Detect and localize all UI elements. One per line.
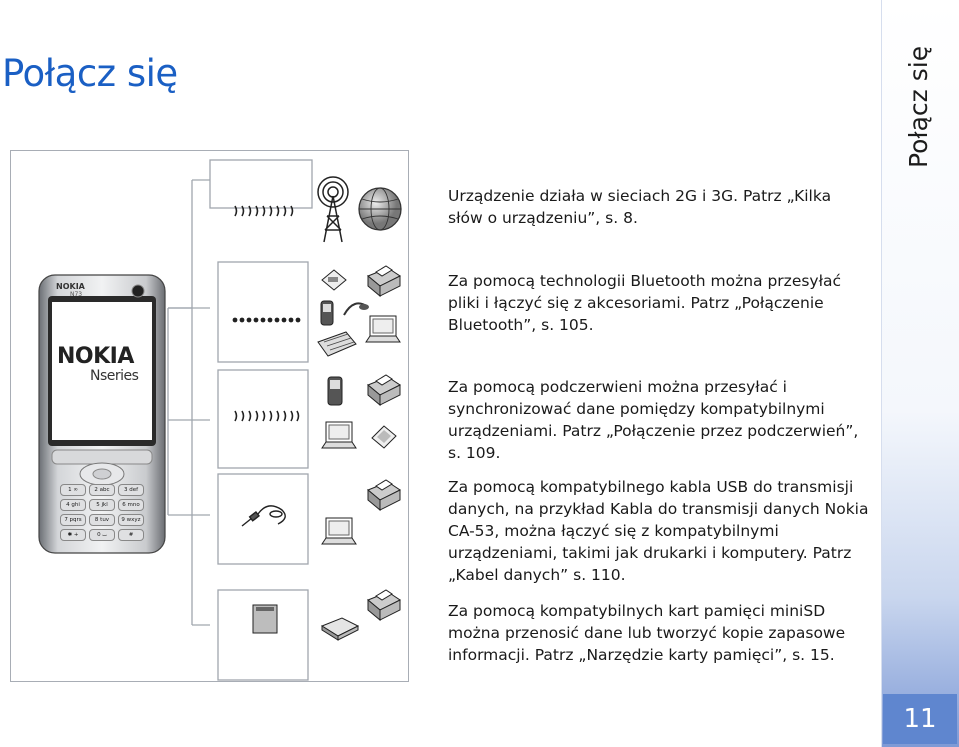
page-number: 11 [883,694,957,744]
headset-icon [342,297,372,323]
minisd-card-icon [252,604,278,638]
key-9: 9 wxyz [118,514,144,526]
laptop-icon [320,420,358,460]
bluetooth-signal-icon [232,309,302,328]
page-title: Połącz się [2,52,178,95]
globe-icon [357,186,403,236]
key-star: ✱ + [60,529,86,541]
mini-phone-icon [327,376,343,410]
phone-brand-small: NOKIA [56,282,85,291]
key-0: 0 ⌴ [89,529,115,541]
phone-keypad: 1 ∞ 2 abc 3 def 4 ghi 5 jkl 6 mno 7 pqrs… [60,484,144,541]
phone-screen-series: Nseries [90,368,139,384]
memory-card-icon [318,268,348,298]
connection-text-memory-card: Za pomocą kompatybilnych kart pamięci mi… [448,602,846,664]
cellular-signal-icon [233,203,297,222]
printer-icon [364,373,402,413]
antenna-tower-icon [312,176,354,250]
outer-frame [10,150,409,682]
usb-cable-icon [236,496,296,540]
connection-text-infrared: Za pomocą podczerwieni można przesyłać i… [448,378,859,462]
mini-phone-icon [320,300,334,330]
connection-text-bluetooth: Za pomocą technologii Bluetooth można pr… [448,272,842,334]
key-3: 3 def [118,484,144,496]
card-reader-icon [320,614,360,646]
printer-icon [364,264,402,304]
laptop-icon [320,516,358,556]
key-8: 8 tuv [89,514,115,526]
key-hash: # [118,529,144,541]
key-1: 1 ∞ [60,484,86,496]
phone-screen-brand: NOKIA [57,344,134,369]
side-tab [881,0,959,747]
key-4: 4 ghi [60,499,86,511]
keyboard-icon [316,328,358,362]
infrared-signal-icon [233,408,300,427]
key-7: 7 pqrs [60,514,86,526]
pda-icon [368,424,398,454]
key-6: 6 mno [118,499,144,511]
phone-model: N73 [70,291,83,298]
connection-text-cellular: Urządzenie działa w sieciach 2G i 3G. Pa… [448,187,832,227]
key-5: 5 jkl [89,499,115,511]
printer-icon [364,478,402,518]
printer-icon [364,588,402,628]
connection-text-usb: Za pomocą kompatybilnego kabla USB do tr… [448,478,869,584]
laptop-icon [364,314,402,354]
key-2: 2 abc [89,484,115,496]
phone-illustration: NOKIA N73 NOKIA Nseries 1 ∞ 2 abc 3 def … [38,274,166,554]
